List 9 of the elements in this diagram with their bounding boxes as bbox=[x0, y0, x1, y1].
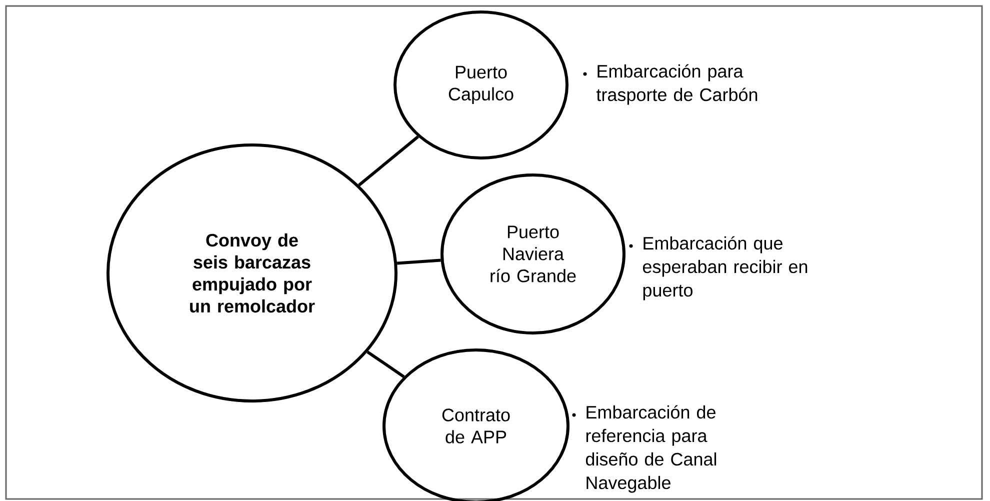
connector-line bbox=[366, 350, 405, 378]
connector-line bbox=[358, 136, 419, 186]
bullet-note: Embarcación para trasporte de Carbón bbox=[583, 64, 758, 105]
circle-node: Convoy de seis barcazas empujado por un remolcador bbox=[106, 144, 398, 402]
bullet-note: Embarcación de referencia para diseño de Canal Navegable bbox=[572, 405, 716, 493]
circle-node: Puerto Capulco bbox=[394, 10, 568, 160]
connector-line bbox=[396, 258, 441, 265]
bullet-note: Embarcación que esperaban recibir en puerto bbox=[629, 236, 808, 300]
circle-node: Puerto Naviera río Grande bbox=[440, 174, 626, 334]
